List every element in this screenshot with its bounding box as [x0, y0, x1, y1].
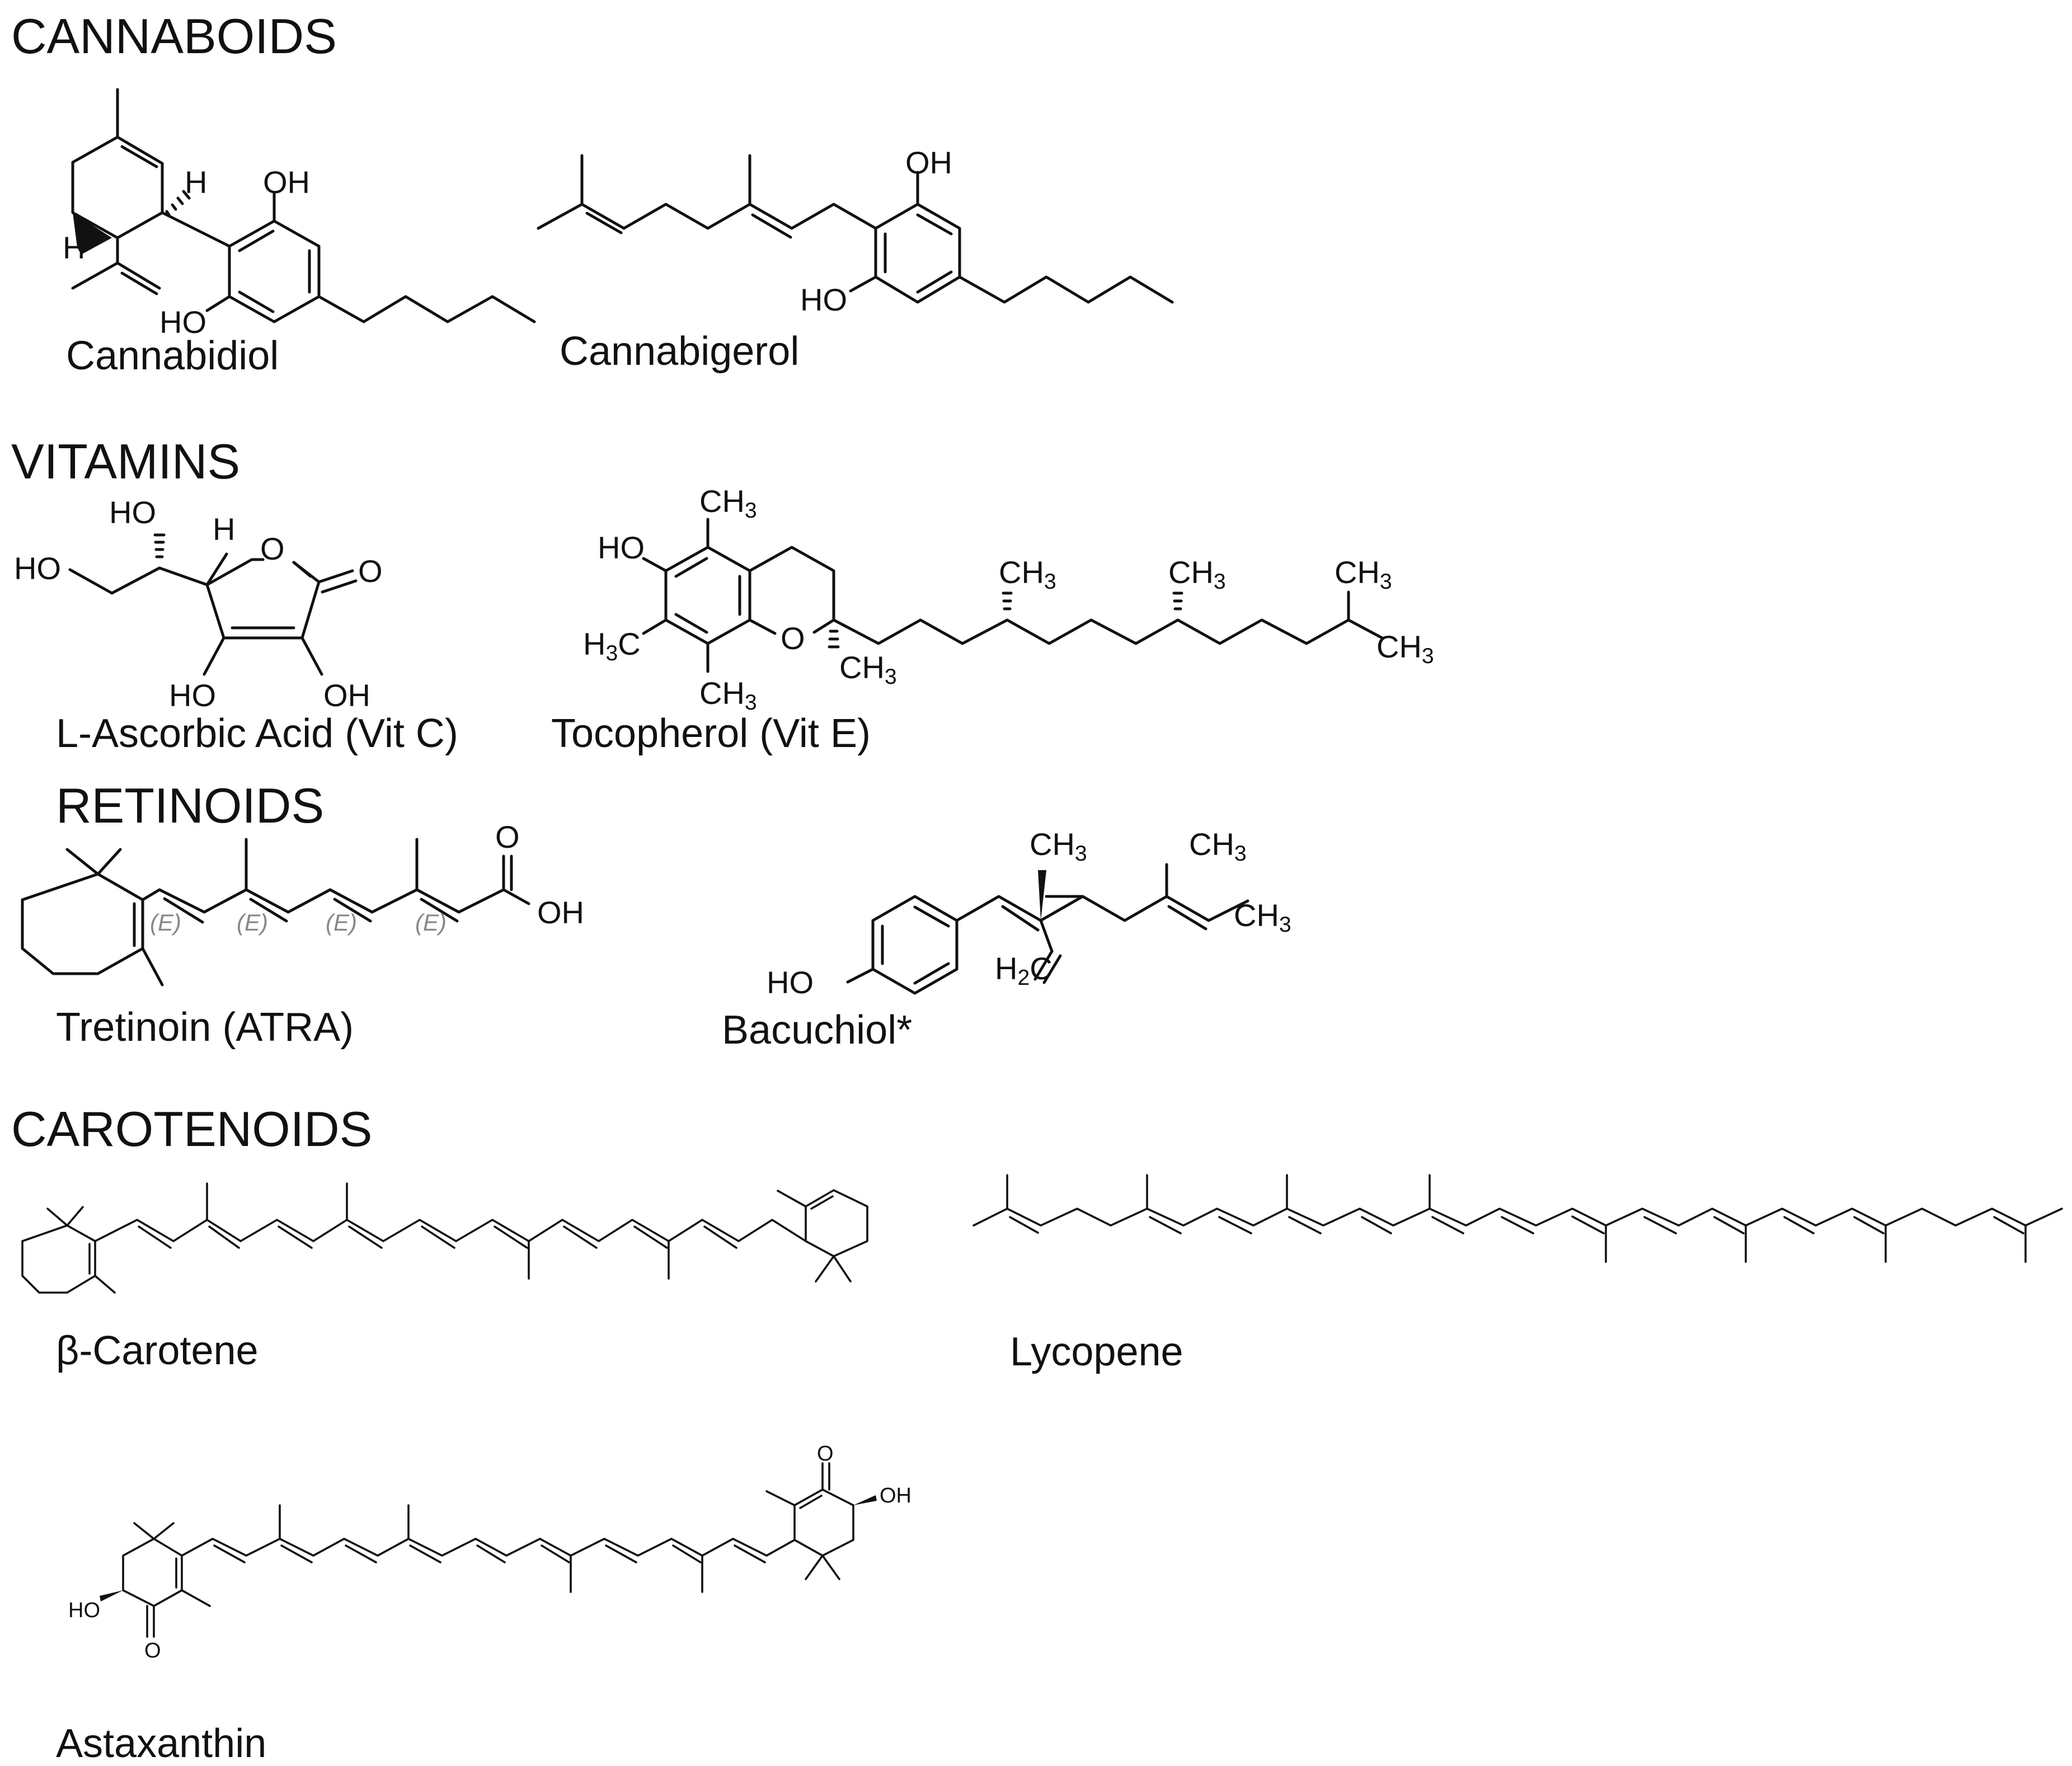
atom-o: O — [781, 621, 805, 656]
atom-h: H — [213, 511, 235, 547]
stereo-e-label: (E) — [237, 909, 268, 936]
atom-ho: HO — [109, 495, 156, 530]
atom-ch3: CH3 — [999, 555, 1056, 594]
atom-ho: HO — [14, 551, 61, 586]
atom-o: O — [358, 553, 383, 589]
atom-oh: OH — [880, 1484, 912, 1507]
structure-cannabidiol: H H OH HO — [63, 88, 536, 340]
label-bakuchiol: Bacuchiol* — [722, 1008, 912, 1053]
atom-o: O — [144, 1639, 161, 1662]
stereo-e-label: (E) — [326, 909, 357, 936]
atom-oh: OH — [263, 165, 310, 200]
atom-ho: HO — [598, 530, 645, 565]
structure-beta-carotene — [21, 1182, 868, 1294]
atom-ch3: CH3 — [1234, 898, 1291, 937]
atom-ch3: CH3 — [839, 650, 897, 689]
section-title-vitamins: VITAMINS — [11, 434, 240, 489]
atom-ch3: CH3 — [699, 483, 757, 523]
atom-oh: OH — [323, 678, 370, 713]
atom-o: O — [817, 1442, 834, 1466]
stereo-e-label: (E) — [150, 909, 181, 936]
atom-o: O — [260, 531, 285, 566]
section-title-carotenoids: CAROTENOIDS — [11, 1101, 372, 1157]
structure-tretinoin: O OH (E) (E) (E) (E) — [21, 819, 584, 987]
atom-ho: HO — [767, 965, 814, 1000]
atom-o: O — [495, 819, 520, 854]
atom-ho: HO — [800, 282, 847, 317]
structure-ascorbic-acid: HO HO H O O HO OH — [14, 495, 383, 713]
label-lycopene: Lycopene — [1010, 1330, 1183, 1374]
structure-tocopherol: HO O CH3 H3C CH3 CH3 CH3 CH3 CH3 CH3 — [583, 483, 1434, 715]
label-beta-carotene: β-Carotene — [56, 1328, 259, 1373]
structure-lycopene — [972, 1174, 2063, 1263]
section-title-retinoids: RETINOIDS — [56, 778, 324, 833]
label-tocopherol: Tocopherol (Vit E) — [551, 711, 871, 756]
structure-cannabigerol: OH HO — [537, 145, 1174, 317]
label-tretinoin: Tretinoin (ATRA) — [56, 1005, 354, 1050]
atom-ho: HO — [169, 678, 216, 713]
atom-ch3: CH3 — [1335, 555, 1392, 594]
structure-astaxanthin: HO O O OH — [68, 1442, 912, 1662]
atom-ch3: CH3 — [1376, 629, 1434, 668]
atom-h3c: H3C — [583, 626, 641, 665]
atom-ch3: CH3 — [1030, 826, 1087, 866]
label-astaxanthin: Astaxanthin — [56, 1721, 266, 1766]
atom-ho: HO — [159, 304, 206, 340]
atom-oh: OH — [905, 145, 952, 180]
stereo-e-label: (E) — [415, 909, 447, 936]
atom-ch3: CH3 — [1168, 555, 1226, 594]
structure-bakuchiol: HO CH3 CH3 CH3 H2C — [767, 826, 1291, 1000]
label-cannabidiol: Cannabidiol — [66, 334, 279, 378]
atom-ho: HO — [68, 1599, 100, 1622]
atom-ch3: CH3 — [1189, 826, 1247, 866]
label-ascorbic-acid: L-Ascorbic Acid (Vit C) — [56, 711, 458, 756]
atom-h: H — [63, 230, 85, 265]
label-cannabigerol: Cannabigerol — [560, 329, 799, 374]
atom-oh: OH — [537, 895, 584, 930]
atom-ch3: CH3 — [699, 675, 757, 715]
atom-h2c: H2C — [995, 951, 1053, 990]
atom-h: H — [185, 165, 207, 200]
section-title-cannabinoids: CANNABOIDS — [11, 8, 337, 64]
